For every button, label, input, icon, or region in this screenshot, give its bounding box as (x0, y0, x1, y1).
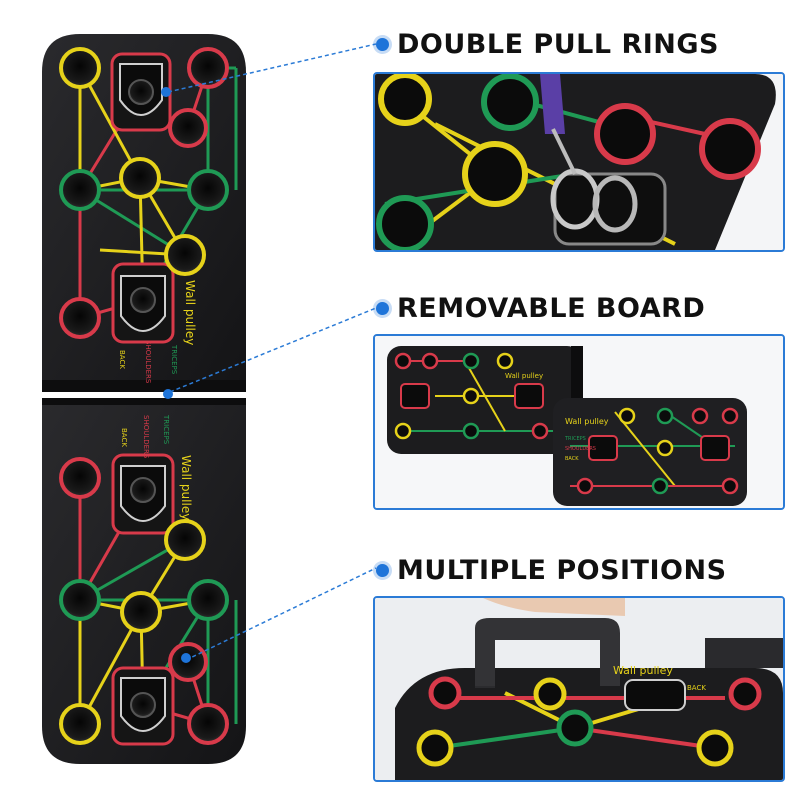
back-label-photo: BACK (565, 456, 579, 462)
wall-pulley-label-bottom: Wall pulley (179, 455, 193, 520)
bullet-dot-icon (376, 563, 389, 577)
board-top-half: Wall pulley TRICEPS SHOULDERS BACK (42, 34, 246, 392)
triceps-label: TRICEPS (170, 344, 178, 375)
callout-dot-positions (181, 653, 191, 663)
feature-removable-board: REMOVABLE BOARD (376, 288, 705, 328)
triceps-label-bottom: TRICEPS (162, 414, 170, 445)
wall-pulley-label-photo-front: Wall pulley (565, 417, 609, 426)
wall-pulley-label-photo3: Wall pulley (613, 664, 673, 677)
feature-title: DOUBLE PULL RINGS (397, 28, 719, 60)
feature-title: MULTIPLE POSITIONS (397, 554, 727, 586)
triceps-label-photo: TRICEPS (564, 436, 586, 442)
shoulders-label: SHOULDERS (144, 340, 152, 384)
photo-pull-rings (373, 72, 785, 252)
shoulders-label-bottom: SHOULDERS (142, 415, 150, 459)
photo-multiple-positions: Wall pulley BACK (373, 596, 785, 782)
feature-multiple-positions: MULTIPLE POSITIONS (376, 550, 727, 590)
photo-removable-board: Wall pulley Wall pulley TRICEPS SHOULDER… (373, 334, 785, 510)
board-bottom-half: Wall pulley TRICEPS SHOULDERS BACK (42, 398, 246, 764)
wall-pulley-label-photo-back: Wall pulley (505, 372, 543, 380)
back-label-photo3: BACK (687, 684, 706, 692)
feature-title: REMOVABLE BOARD (397, 292, 706, 324)
callout-dot-rings (161, 87, 171, 97)
feature-double-pull-rings: DOUBLE PULL RINGS (376, 24, 719, 64)
bullet-dot-icon (376, 37, 389, 51)
back-label-bottom: BACK (120, 428, 128, 447)
callout-leaders (167, 43, 377, 661)
wall-pulley-label: Wall pulley (183, 280, 197, 345)
callout-dot-board (163, 389, 173, 399)
shoulders-label-photo: SHOULDERS (565, 446, 596, 452)
back-label: BACK (118, 350, 126, 369)
bullet-dot-icon (376, 301, 389, 315)
